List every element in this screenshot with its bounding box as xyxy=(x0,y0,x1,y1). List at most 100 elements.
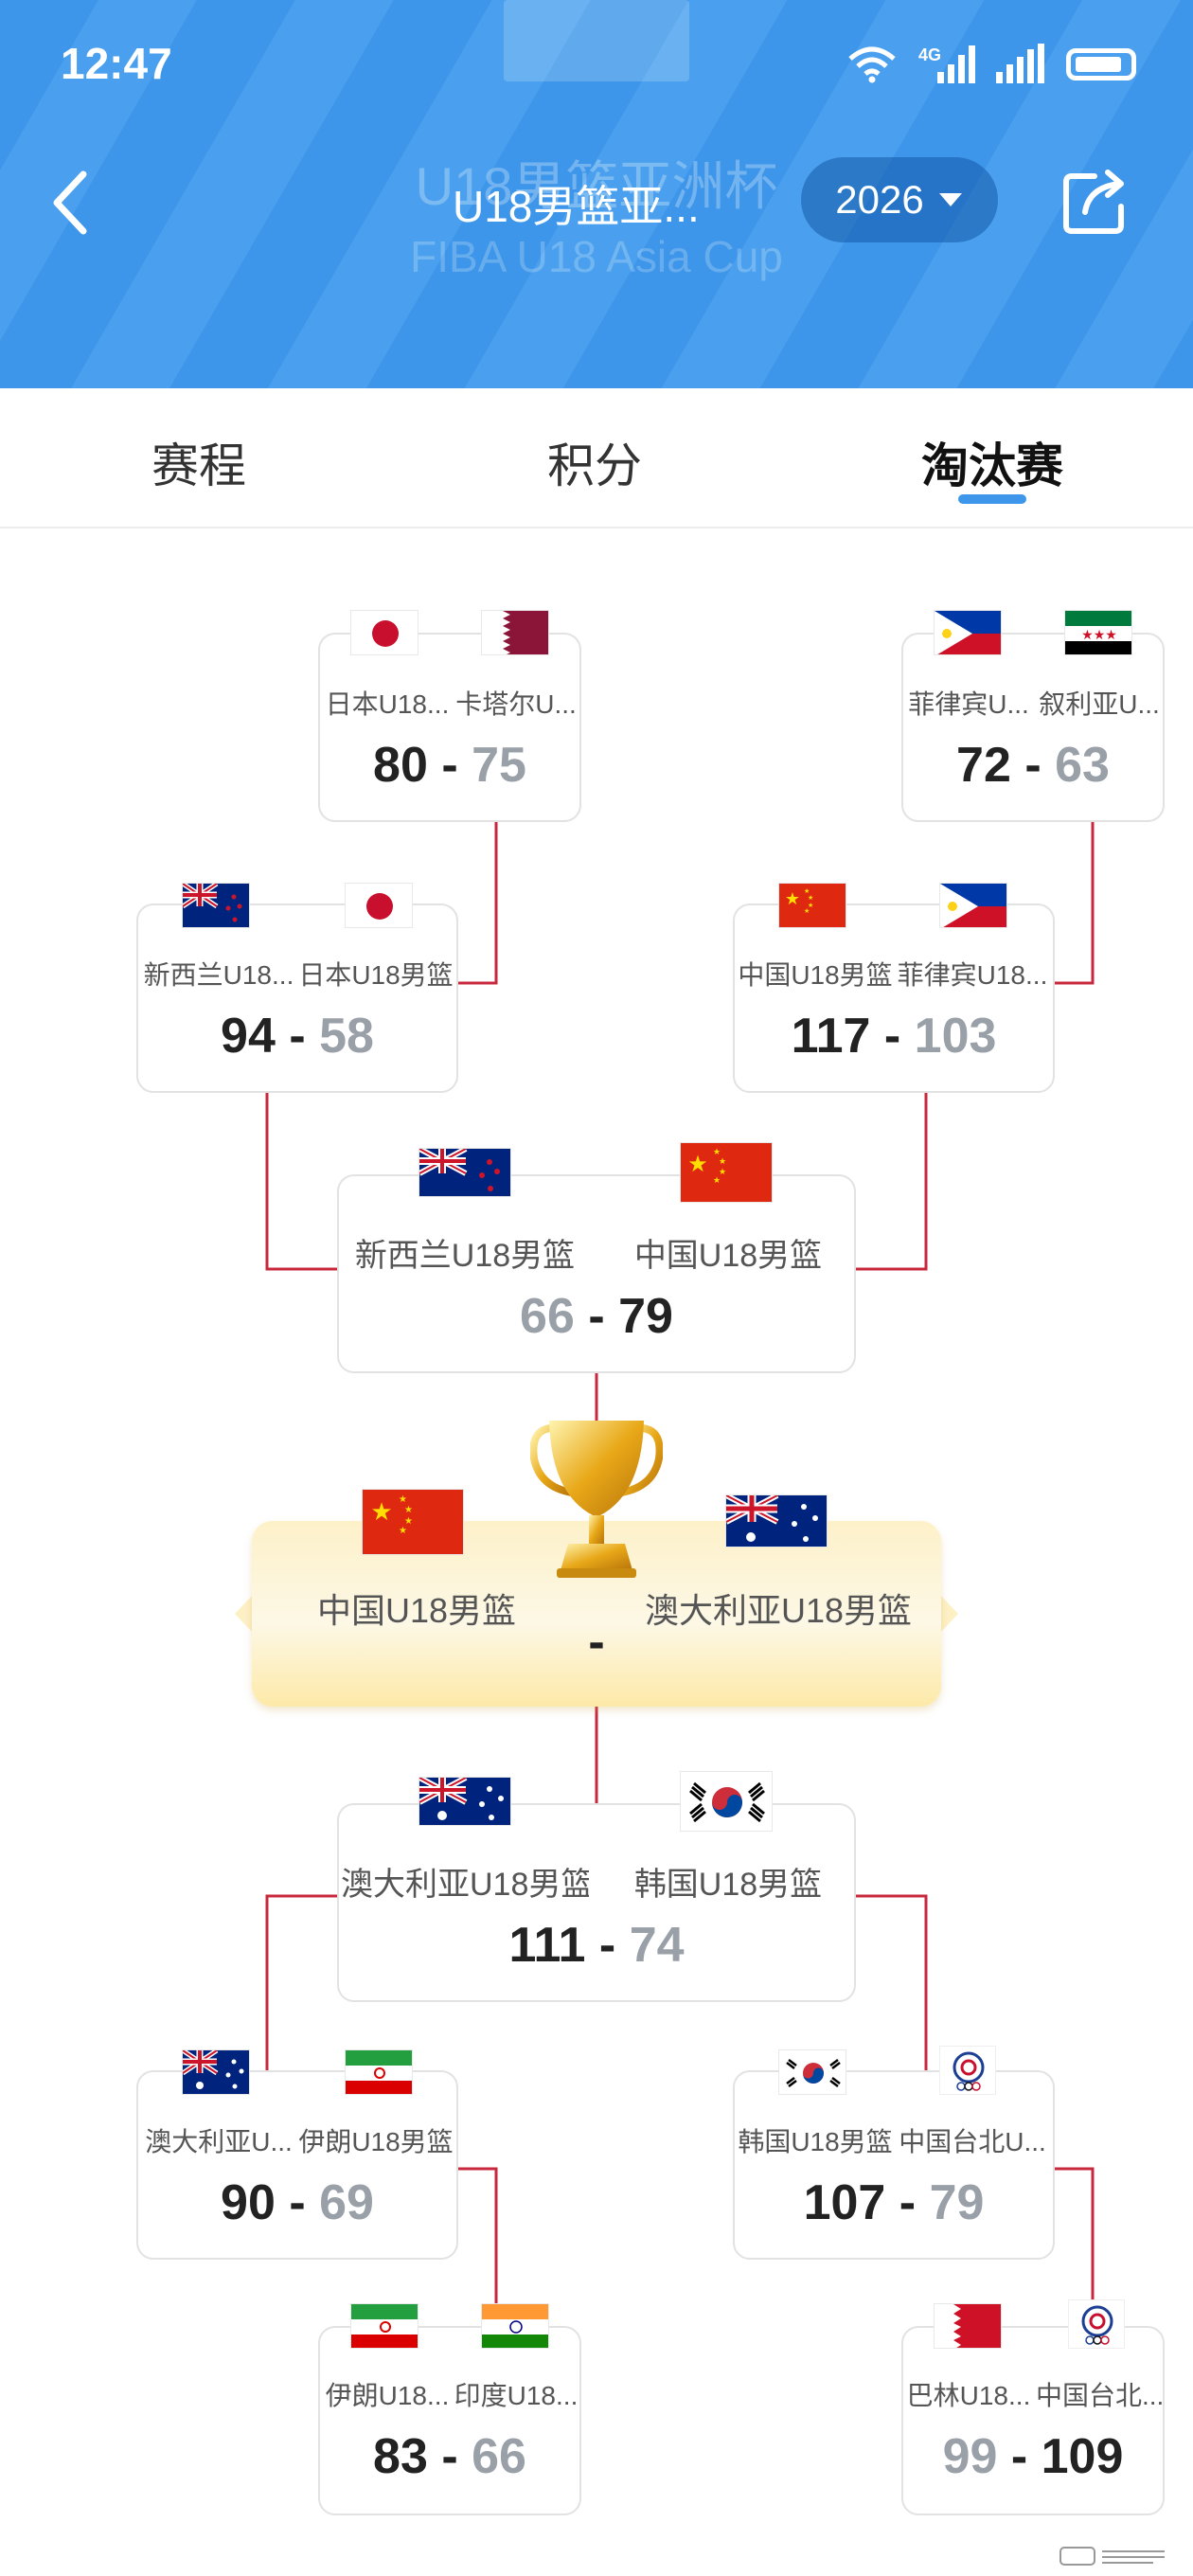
svg-text:★: ★ xyxy=(804,907,810,915)
south-korea-flag-icon xyxy=(778,2049,846,2095)
japan-flag-icon xyxy=(350,610,418,655)
svg-text:★★★: ★★★ xyxy=(1081,628,1117,643)
svg-text:★: ★ xyxy=(399,1494,407,1505)
team-name: 澳大利亚U18男篮 xyxy=(644,1591,913,1630)
team-name: 澳大利亚U... xyxy=(145,2127,293,2156)
iran-flag-icon xyxy=(350,2303,418,2349)
match-score: 83 - 66 xyxy=(373,2429,526,2484)
battery-icon xyxy=(1066,48,1136,80)
tab-bar: 赛程 积分 淘汰赛 xyxy=(0,388,1193,528)
svg-text:★: ★ xyxy=(687,1151,708,1177)
tab-schedule[interactable]: 赛程 xyxy=(151,439,246,492)
score-b: 74 xyxy=(629,1918,685,1973)
team-name: 日本U18... xyxy=(325,689,450,719)
match-card-bottom-semifinal[interactable] xyxy=(337,1803,856,2002)
match-score: 111 - 74 xyxy=(508,1918,685,1973)
score-a: 99 xyxy=(942,2429,998,2484)
australia-flag-icon xyxy=(182,2049,250,2095)
bracket-line xyxy=(1055,2167,1095,2326)
match-card-bottom-qf-right[interactable] xyxy=(733,2070,1055,2260)
status-icons: 4G xyxy=(846,44,1136,85)
new-zealand-flag-icon xyxy=(418,1148,511,1197)
score-b: 66 xyxy=(472,2429,526,2484)
score-b: 63 xyxy=(1055,738,1110,793)
match-score: 94 - 58 xyxy=(221,1009,374,1064)
match-card-top-r1-right[interactable] xyxy=(901,633,1165,822)
final-score: - xyxy=(588,1615,605,1670)
match-card-top-qf-right[interactable] xyxy=(733,903,1055,1093)
team-name: 菲律宾U... xyxy=(908,689,1029,719)
svg-text:★: ★ xyxy=(719,1157,726,1167)
match-card-top-semifinal[interactable] xyxy=(337,1174,856,1373)
match-score: 99 - 109 xyxy=(942,2429,1124,2484)
active-tab-indicator xyxy=(958,494,1026,504)
score-b: 79 xyxy=(618,1289,673,1344)
app-header: 12:47 4G U18男篮亚洲杯 FIBA U18 Asia Cup U18男… xyxy=(0,0,1193,388)
svg-text:★: ★ xyxy=(808,894,813,902)
tab-standings[interactable]: 积分 xyxy=(547,439,642,492)
team-name: 伊朗U18男篮 xyxy=(298,2127,454,2156)
team-name: 菲律宾U18... xyxy=(897,960,1048,990)
philippines-flag-icon xyxy=(934,610,1002,655)
match-card-bottom-qf-left[interactable] xyxy=(136,2070,458,2260)
team-name: 日本U18男篮 xyxy=(298,960,454,990)
chinese-taipei-flag-icon xyxy=(939,2046,996,2095)
australia-flag-icon xyxy=(725,1494,828,1547)
score-a: 80 xyxy=(373,738,428,793)
score-a: 72 xyxy=(956,738,1011,793)
svg-text:★: ★ xyxy=(804,887,810,895)
team-name: 中国U18男篮 xyxy=(633,1238,823,1274)
qatar-flag-icon xyxy=(481,610,549,655)
china-flag-icon: ★★★★★ xyxy=(680,1142,773,1203)
team-name: 中国台北U... xyxy=(899,2127,1046,2156)
team-name: 韩国U18男篮 xyxy=(633,1867,823,1903)
svg-text:★: ★ xyxy=(404,1516,413,1527)
bracket-line xyxy=(265,1093,337,1271)
share-icon[interactable] xyxy=(1057,165,1132,241)
score-b: 109 xyxy=(1041,2429,1124,2484)
australia-flag-icon xyxy=(418,1777,511,1826)
team-name: 叙利亚U... xyxy=(1039,689,1160,719)
svg-text:★: ★ xyxy=(713,1148,721,1157)
bracket-line xyxy=(458,822,498,985)
match-card-top-qf-left[interactable] xyxy=(136,903,458,1093)
china-flag-icon: ★★★★★ xyxy=(362,1489,464,1555)
score-a: 117 xyxy=(791,1009,871,1064)
year-selector-label: 2026 xyxy=(835,177,924,222)
match-score: 117 - 103 xyxy=(791,1009,997,1064)
watermark-icon xyxy=(1059,2547,1165,2566)
team-name: 中国U18男篮 xyxy=(316,1591,517,1630)
svg-text:★: ★ xyxy=(785,889,800,909)
bracket-line xyxy=(265,1894,337,2070)
score-b: 75 xyxy=(472,738,526,793)
match-score: 107 - 79 xyxy=(803,2175,985,2230)
team-name: 中国U18男篮 xyxy=(738,960,893,990)
match-score: 66 - 79 xyxy=(520,1289,673,1344)
score-a: 90 xyxy=(221,2175,276,2230)
match-card-bottom-r1-left[interactable] xyxy=(318,2326,581,2515)
match-score: 72 - 63 xyxy=(956,738,1110,793)
year-selector[interactable]: 2026 xyxy=(801,157,998,242)
chevron-left-icon[interactable] xyxy=(42,167,102,239)
india-flag-icon xyxy=(481,2303,549,2349)
match-card-top-r1-left[interactable] xyxy=(318,633,581,822)
new-zealand-flag-icon xyxy=(182,883,250,928)
team-name: 卡塔尔U... xyxy=(455,689,577,719)
bahrain-flag-icon xyxy=(934,2303,1002,2349)
svg-text:★: ★ xyxy=(808,902,813,909)
svg-text:4G: 4G xyxy=(918,45,941,64)
score-a: 83 xyxy=(373,2429,428,2484)
team-name: 印度U18... xyxy=(454,2381,579,2410)
svg-text:★: ★ xyxy=(404,1505,413,1515)
score-b: 69 xyxy=(319,2175,374,2230)
svg-text:★: ★ xyxy=(713,1176,721,1186)
tab-knockout[interactable]: 淘汰赛 xyxy=(921,439,1063,492)
signal-icon xyxy=(996,44,1044,83)
score-b: 103 xyxy=(914,1009,997,1064)
wifi-icon xyxy=(848,46,896,83)
page-title: U18男篮亚... xyxy=(453,182,700,231)
score-b: 58 xyxy=(319,1009,374,1064)
match-card-bottom-r1-right[interactable] xyxy=(901,2326,1165,2515)
tournament-logo xyxy=(504,0,689,81)
